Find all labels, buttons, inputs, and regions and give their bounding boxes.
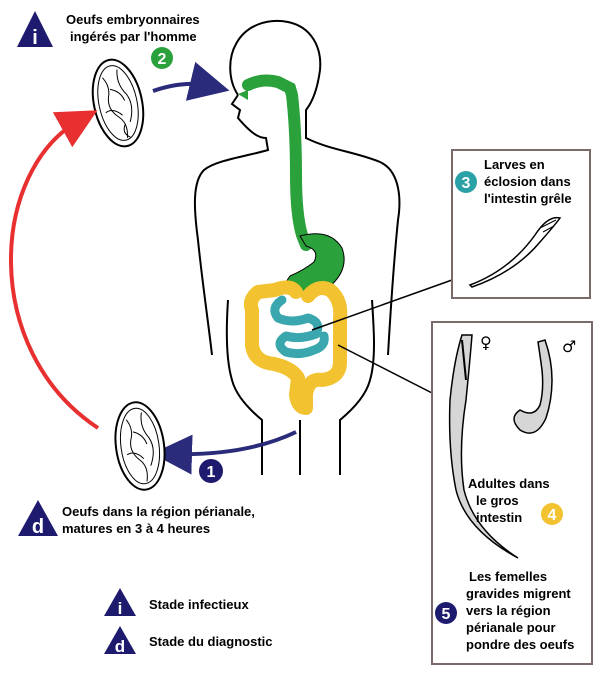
svg-text:♀: ♀ <box>480 333 492 352</box>
female-worm-icon <box>448 334 519 559</box>
step-4-label-line2: le gros <box>476 493 519 508</box>
svg-text:2: 2 <box>158 51 167 68</box>
egg-perianal-icon <box>114 401 166 491</box>
step-1-badge: 1 <box>199 459 223 483</box>
perianal-eggs-label-line1: Oeufs dans la région périanale, <box>62 504 255 519</box>
larvae-panel: 3 <box>451 149 591 299</box>
infective-stage-icon: i <box>17 11 53 49</box>
svg-text:d: d <box>32 516 44 538</box>
svg-text:5: 5 <box>442 606 451 623</box>
svg-text:1: 1 <box>207 464 216 481</box>
step-3-label-line2: éclosion dans <box>484 174 571 189</box>
step-2-label-line1: Oeufs embryonnaires <box>66 12 200 27</box>
autoinfection-arrow <box>9 110 100 430</box>
svg-text:d: d <box>115 637 125 656</box>
svg-text:i: i <box>32 27 38 49</box>
svg-text:♂: ♂ <box>562 337 576 356</box>
legend-infective-icon: i <box>104 588 136 618</box>
svg-text:i: i <box>118 599 123 618</box>
step-3-label-line1: Larves en <box>484 157 545 172</box>
adults-panel: ♀ ♂ 4 5 <box>431 321 593 665</box>
step-2-label-line2: ingérés par l'homme <box>70 29 197 44</box>
legend-diagnostic-label: Stade du diagnostic <box>149 634 273 649</box>
diagnostic-stage-icon: d <box>18 500 58 538</box>
svg-text:4: 4 <box>548 507 557 524</box>
egg-deposit-arrow <box>152 430 297 475</box>
step-5-label-line4: périanale pour <box>466 620 556 635</box>
legend-diagnostic-icon: d <box>104 626 136 656</box>
larvae-leader-line <box>311 279 453 331</box>
small-intestine <box>270 295 329 359</box>
step-3-label-line3: l'intestin grêle <box>484 191 572 206</box>
svg-text:3: 3 <box>462 175 471 192</box>
step-5-label-line3: vers la région <box>466 603 551 618</box>
human-body-outline <box>193 19 401 475</box>
larva-icon <box>468 216 562 288</box>
large-intestine <box>243 280 348 415</box>
step-4-label-line3: intestin <box>476 510 523 525</box>
adults-leader-line <box>337 344 433 394</box>
ingestion-arrow <box>152 61 230 101</box>
male-worm-icon <box>513 339 553 434</box>
step-4-label-line1: Adultes dans <box>468 476 550 491</box>
legend-infective-label: Stade infectieux <box>149 597 249 612</box>
digestive-tract <box>238 74 345 296</box>
step-2-badge: 2 <box>151 47 173 69</box>
perianal-eggs-label-line2: matures en 3 à 4 heures <box>62 521 211 536</box>
step-5-label-line1: Les femelles <box>469 569 548 584</box>
step-5-label-line2: gravides migrent <box>466 586 571 601</box>
step-5-label-line5: pondre des oeufs <box>466 637 575 652</box>
egg-embryonated-icon <box>91 58 145 148</box>
